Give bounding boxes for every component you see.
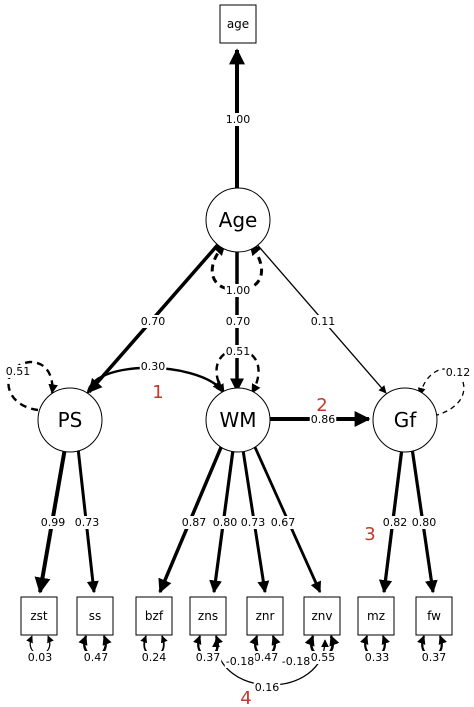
label-background [239,516,267,529]
label-background [82,651,110,664]
node-zst: zst [20,596,58,636]
label-gf-variance: 0.12 [446,366,471,379]
label-age-wm: 0.70 [226,315,251,328]
node-wm: WM [205,387,271,453]
label-background [309,413,337,426]
label-ps-zst: 0.99 [41,516,66,529]
node-fw-label: fw [427,609,441,623]
node-gf: Gf [372,387,438,453]
label-background [39,516,67,529]
node-age-latent-label: Age [219,208,258,232]
label-background [410,516,438,529]
label-bzf-variance: 0.24 [142,651,167,664]
node-ps: PS [37,387,103,453]
node-ss-label: ss [89,609,102,623]
label-znr-variance: 0.47 [254,651,279,664]
label-gf-fw: 0.80 [412,516,437,529]
label-age-variance: 1.00 [226,284,251,297]
label-znr-znv-covariance: -0.18 [282,655,310,668]
node-ps-label: PS [58,408,83,432]
node-bzf-label: bzf [145,609,164,623]
node-znr: znr [246,596,284,636]
label-background [363,651,391,664]
label-gf-mz: 0.82 [383,516,408,529]
label-background [224,113,252,126]
label-age-ps: 0.70 [141,315,166,328]
label-background [280,655,312,668]
label-background [224,284,252,297]
label-wm-variance: 0.51 [226,345,251,358]
node-age-latent: Age [205,187,271,253]
node-mz: mz [357,596,395,636]
node-age-observed-label: age [227,17,249,31]
label-background [211,516,239,529]
label-background [139,360,167,373]
label-background [194,651,222,664]
label-mz-variance: 0.33 [365,651,390,664]
label-background [180,516,208,529]
node-zns-label: zns [198,609,218,623]
label-background [73,516,101,529]
label-background [224,655,256,668]
node-ss: ss [76,596,114,636]
label-znv-variance: 0.55 [311,651,336,664]
label-background [309,315,337,328]
node-znr-label: znr [256,609,275,623]
label-background [420,651,448,664]
node-znv-label: znv [311,609,332,623]
label-background [224,345,252,358]
marker-4: 4 [240,688,251,707]
marker-1: 1 [152,382,163,403]
label-background [269,516,297,529]
label-zns-znr-covariance: -0.18 [226,655,254,668]
label-zns-variance: 0.37 [196,651,221,664]
label-background [252,651,280,664]
label-wm-znr: 0.73 [241,516,266,529]
label-background [224,315,252,328]
label-background [26,651,54,664]
node-gf-label: Gf [394,408,417,432]
node-wm-label: WM [219,408,256,432]
label-background [140,651,168,664]
node-mz-label: mz [367,609,385,623]
label-ps-wm: 0.30 [141,360,166,373]
label-ps-ss: 0.73 [75,516,100,529]
label-wm-zns: 0.80 [213,516,238,529]
label-background [381,516,409,529]
label-ps-variance: 0.51 [6,365,31,378]
marker-3: 3 [364,524,375,545]
node-zns: zns [189,596,227,636]
label-background [139,315,167,328]
label-zst-variance: 0.03 [28,651,53,664]
label-age-to-observed: 1.00 [226,113,251,126]
label-background [253,681,281,694]
marker-2: 2 [316,395,327,416]
label-background [309,651,337,664]
node-age-observed: age [219,4,257,44]
node-zst-label: zst [30,609,48,623]
label-ss-variance: 0.47 [84,651,109,664]
label-background [444,366,472,379]
node-znv: znv [303,596,341,636]
label-fw-variance: 0.37 [422,651,447,664]
node-bzf: bzf [135,596,173,636]
label-zns-znv-covariance: 0.16 [255,681,280,694]
label-wm-bzf: 0.87 [182,516,207,529]
label-background [4,365,32,378]
variance-loop-ps [7,360,58,412]
label-wm-znv: 0.67 [271,516,296,529]
node-fw: fw [415,596,453,636]
label-wm-gf: 0.86 [311,413,336,426]
label-age-gf: 0.11 [311,315,336,328]
